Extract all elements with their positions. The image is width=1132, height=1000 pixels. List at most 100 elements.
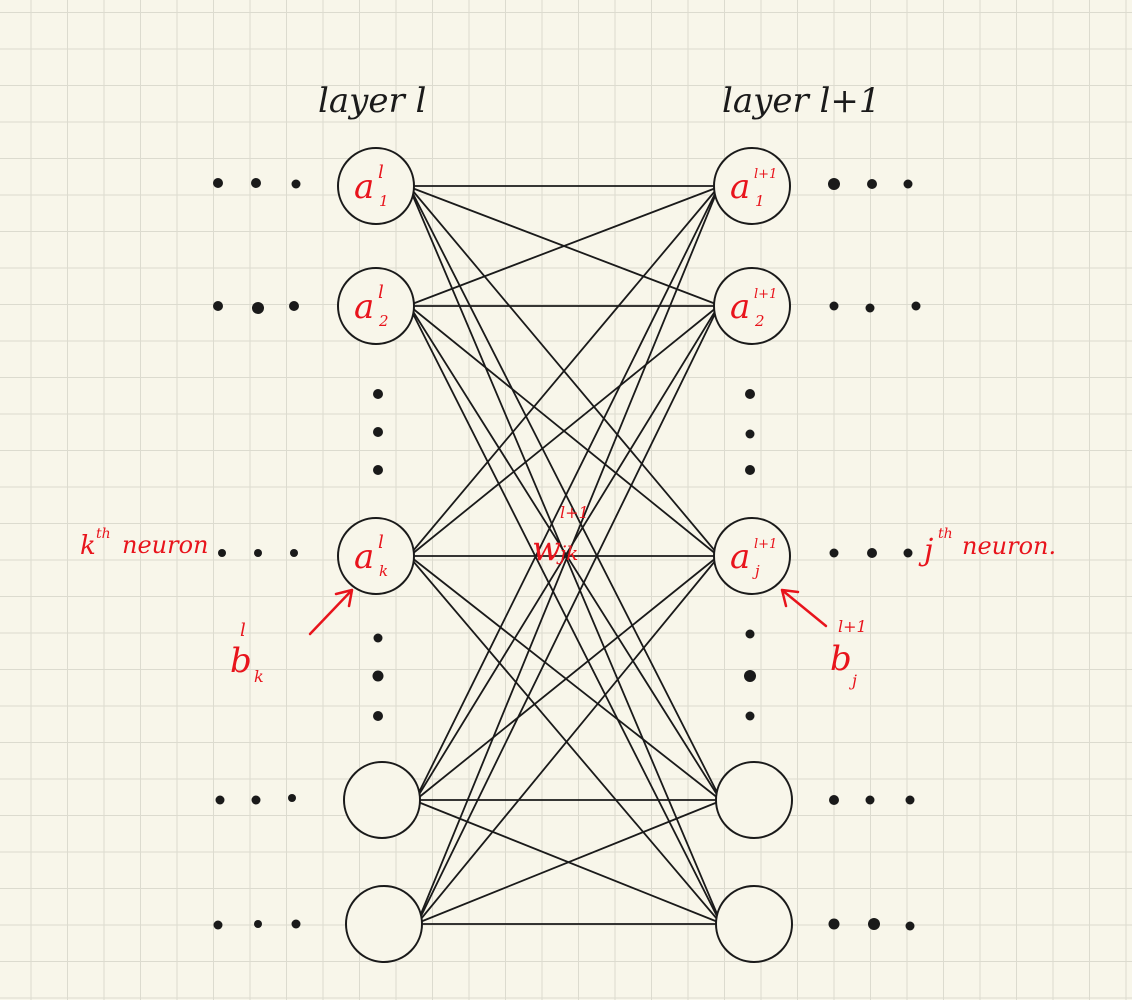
layer-l-plus-1-label: layer l+1 [722, 81, 881, 121]
left-neuron-circle [343, 761, 421, 839]
ellipsis-dot [865, 795, 875, 805]
ellipsis-dot [828, 918, 840, 930]
right-neuron-superscript: l+1 [754, 167, 777, 182]
left-neuron-activation: a [354, 287, 374, 327]
bias-left-subscript: k [254, 667, 264, 686]
ellipsis-dot [829, 548, 839, 558]
ellipsis-dot [745, 629, 755, 639]
edge-l2-r4 [411, 309, 719, 797]
left-neuron-circle [337, 267, 415, 345]
bias-left-superscript: l [240, 620, 246, 641]
right-neuron-superscript: l+1 [754, 287, 777, 302]
ellipsis-dots [213, 178, 921, 931]
edge-l3-r1 [411, 189, 717, 553]
ellipsis-dot [865, 303, 875, 313]
bias-right-base: b [830, 639, 852, 679]
k-neuron-text: neuron [122, 531, 209, 559]
edge-l4-r2 [417, 309, 717, 797]
edge-l2-r1 [411, 187, 717, 305]
ellipsis-dot [903, 179, 913, 189]
left-neuron-subscript: 2 [378, 312, 389, 330]
edge-l5-r4 [419, 801, 719, 923]
right-neuron-subscript: 2 [754, 312, 765, 330]
ellipsis-dot [373, 633, 383, 643]
left-neuron-4 [343, 761, 421, 839]
edge-l4-r1 [417, 191, 717, 795]
edge-l5-r1 [419, 193, 717, 917]
right-neuron-4 [715, 761, 793, 839]
right-neuron-5 [715, 885, 793, 963]
weight-base: w [532, 529, 561, 569]
right-neuron-subscript: j [752, 562, 760, 580]
edge-l5-r3 [419, 559, 717, 921]
edge-l2-r5 [411, 311, 719, 919]
edge-l3-r2 [411, 307, 717, 555]
ellipsis-dot [911, 301, 921, 311]
j-neuron-text: neuron. [962, 532, 1056, 560]
left-neuron-circle [345, 885, 423, 963]
ellipsis-dot [251, 795, 261, 805]
left-neuron-subscript: k [379, 562, 388, 580]
ellipsis-dot [213, 920, 223, 930]
ellipsis-dot [867, 179, 877, 189]
ellipsis-dot [373, 427, 383, 437]
ellipsis-dot [251, 178, 261, 188]
k-neuron-ordinal: th [96, 526, 111, 542]
right-neuron-circle [715, 761, 793, 839]
ellipsis-dot [829, 301, 839, 311]
right-neuron-1: a l+1 1 [713, 147, 791, 225]
ellipsis-dot [254, 920, 262, 928]
ellipsis-dot [867, 548, 877, 558]
ellipsis-dot [745, 429, 755, 439]
left-neuron-superscript: l [378, 282, 384, 303]
bias-right-subscript: j [849, 671, 857, 690]
edge-l5-r2 [419, 311, 717, 919]
ellipsis-dot [215, 795, 225, 805]
right-neuron-activation: a [730, 537, 750, 577]
ellipsis-dot [291, 919, 301, 929]
right-neuron-activation: a [730, 167, 750, 207]
right-neuron-activation: a [730, 287, 750, 327]
weight-edges [411, 185, 719, 925]
ellipsis-dot [373, 711, 383, 721]
bias-left-arrow [308, 588, 354, 636]
ellipsis-dot [372, 670, 384, 682]
left-neuron-activation: a [354, 167, 374, 207]
ellipsis-dot [290, 549, 298, 557]
ellipsis-dot [745, 389, 755, 399]
j-neuron-ordinal: th [938, 526, 953, 542]
ellipsis-dot [213, 178, 223, 188]
k-neuron-index: k [80, 531, 96, 561]
left-neuron-circle [337, 147, 415, 225]
ellipsis-dot [252, 302, 264, 314]
left-neuron-circle [337, 517, 415, 595]
edge-l3-r5 [411, 559, 719, 921]
k-neuron-annotation: k th neuron [80, 526, 209, 561]
ellipsis-dot [288, 794, 296, 802]
right-neuron-circle [715, 885, 793, 963]
left-neuron-5 [345, 885, 423, 963]
ellipsis-dot [373, 389, 383, 399]
j-neuron-index: j [918, 533, 933, 568]
left-neuron-superscript: l [378, 162, 384, 183]
left-neuron-activation: a [354, 537, 374, 577]
bias-left-base: b [230, 641, 252, 681]
ellipsis-dot [745, 711, 755, 721]
weight-superscript: l+1 [560, 503, 589, 522]
right-neuron-circle [713, 517, 791, 595]
weight-label: w l+1 jk [532, 503, 589, 569]
ellipsis-dot [905, 921, 915, 931]
ellipsis-dot [213, 301, 223, 311]
bias-right-superscript: l+1 [838, 617, 867, 636]
right-neuron-subscript: 1 [755, 192, 765, 210]
ellipsis-dot [903, 548, 913, 558]
right-neuron-circle [713, 267, 791, 345]
ellipsis-dot [289, 301, 299, 311]
left-neuron-superscript: l [378, 532, 384, 553]
